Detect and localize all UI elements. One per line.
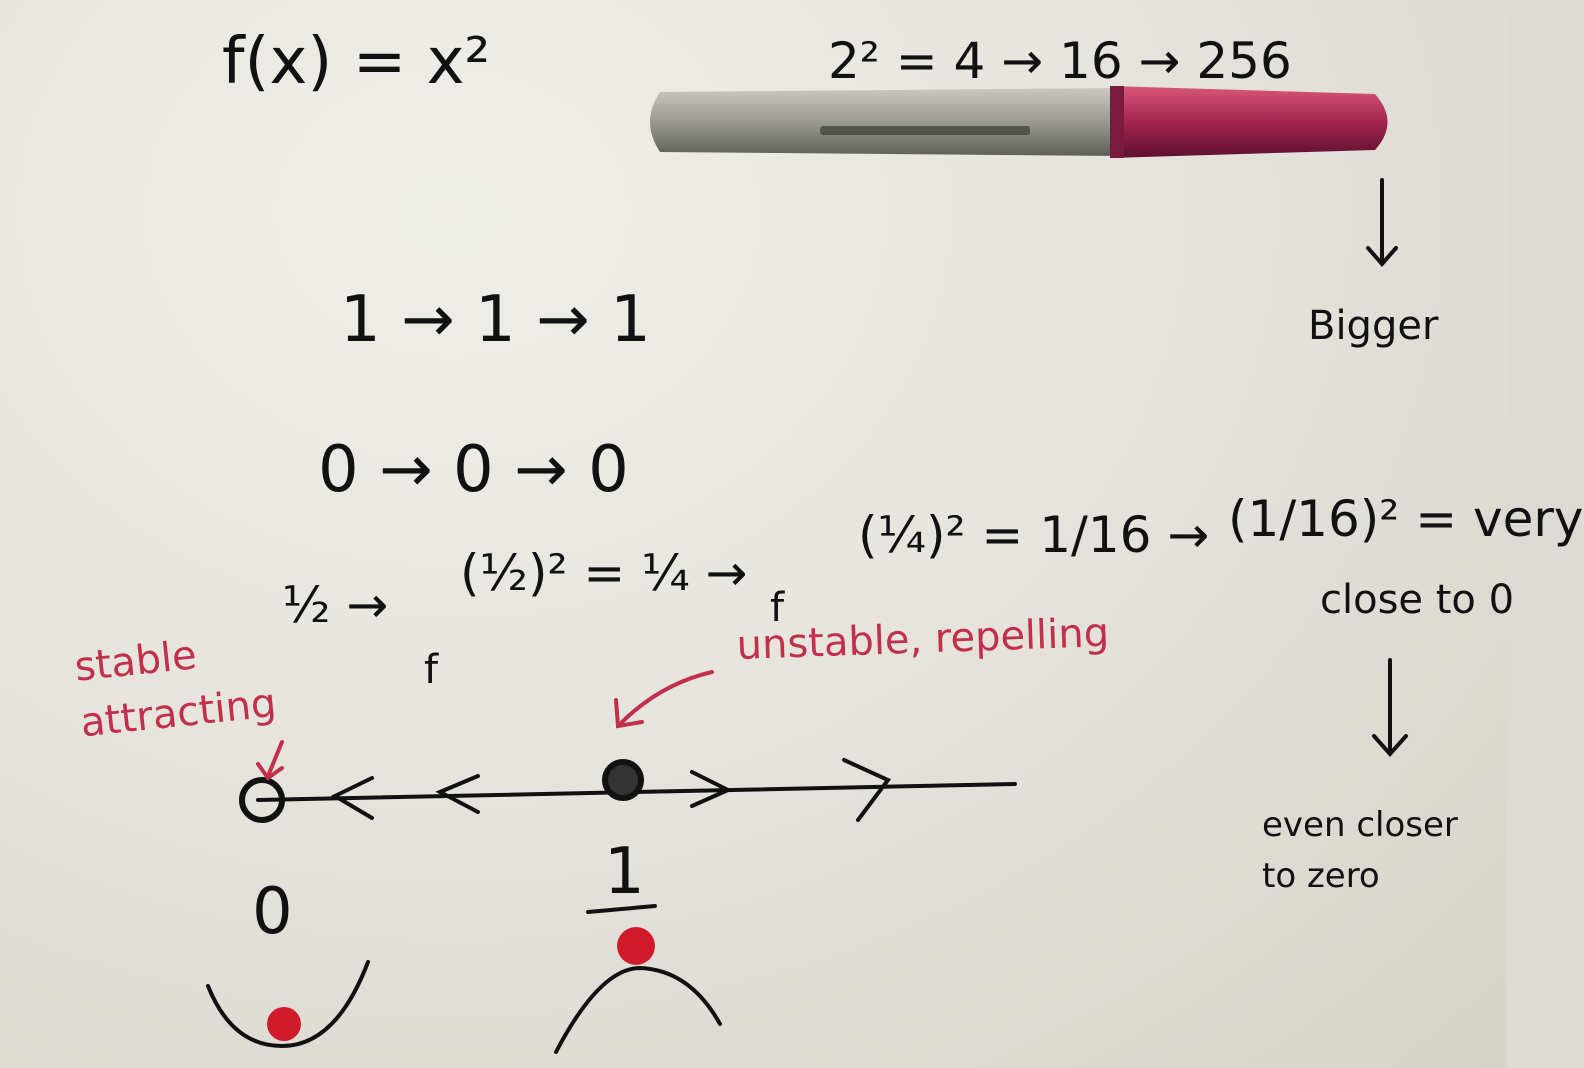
sequence-zero: 0 → 0 → 0 bbox=[318, 433, 629, 507]
marker-pen bbox=[650, 86, 1388, 158]
close-to-zero-note: close to 0 bbox=[1320, 577, 1515, 623]
ball-in-well bbox=[267, 1007, 301, 1041]
f-label-2: f bbox=[770, 585, 785, 631]
top-sequence: 2² = 4 → 16 → 256 bbox=[828, 32, 1292, 90]
axis-label-one: 1 bbox=[604, 835, 645, 909]
bigger-note: Bigger bbox=[1308, 303, 1439, 349]
annotation-strokes bbox=[206, 178, 1408, 1054]
axis-label-zero: 0 bbox=[252, 875, 293, 949]
sequence-half-step3: (1/16)² = very bbox=[1228, 490, 1584, 548]
sequence-half-step2: (¼)² = 1/16 → bbox=[858, 506, 1210, 564]
function-label: f(x) = x² bbox=[222, 25, 491, 99]
sequence-one: 1 → 1 → 1 bbox=[340, 283, 651, 357]
ball-on-hill bbox=[617, 927, 655, 965]
f-label-1: f bbox=[424, 647, 439, 693]
even-closer-note: even closer to zero bbox=[1262, 805, 1458, 896]
sequence-half-step1: (½)² = ¼ → bbox=[460, 544, 748, 602]
sequence-half-start: ½ → bbox=[282, 576, 389, 634]
